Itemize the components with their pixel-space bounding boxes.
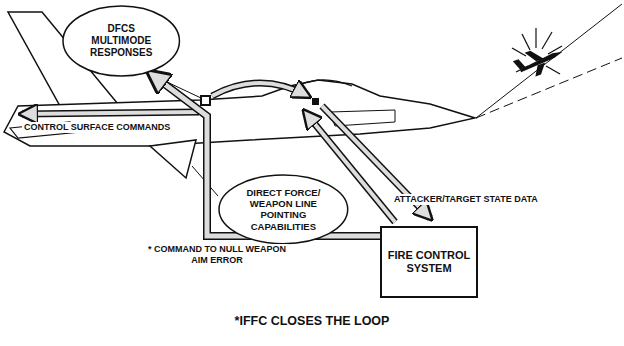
sight-line (476, 4, 622, 118)
node-text: DIRECT FORCE/ WEAPON LINE POINTING CAPAB… (239, 187, 327, 233)
data-arrow (212, 83, 308, 96)
command-arrow (22, 112, 199, 114)
node-text: FIRE CONTROL SYSTEM (387, 249, 471, 275)
direct-force-surface (150, 140, 196, 178)
note-text: * COMMAND TO NULL WEAPON AIM ERROR (145, 244, 289, 267)
callout-ellipse: DFCS MULTIMODE RESPONSES (62, 5, 180, 77)
sight-line (476, 58, 622, 118)
process-box: FIRE CONTROL SYSTEM (380, 226, 478, 298)
sensor (312, 98, 319, 105)
target-aircraft (511, 41, 567, 83)
flow-label: ATTACKER/TARGET STATE DATA (392, 194, 540, 205)
dfcs-computer (201, 96, 210, 105)
callout-ellipse: DIRECT FORCE/ WEAPON LINE POINTING CAPAB… (218, 174, 349, 245)
fuselage (4, 80, 475, 146)
caption: *IFFC CLOSES THE LOOP (0, 314, 624, 330)
explosion (512, 28, 562, 74)
flow-label: CONTROL SURFACE COMMANDS (22, 122, 172, 133)
node-text: DFCS MULTIMODE RESPONSES (82, 23, 161, 59)
